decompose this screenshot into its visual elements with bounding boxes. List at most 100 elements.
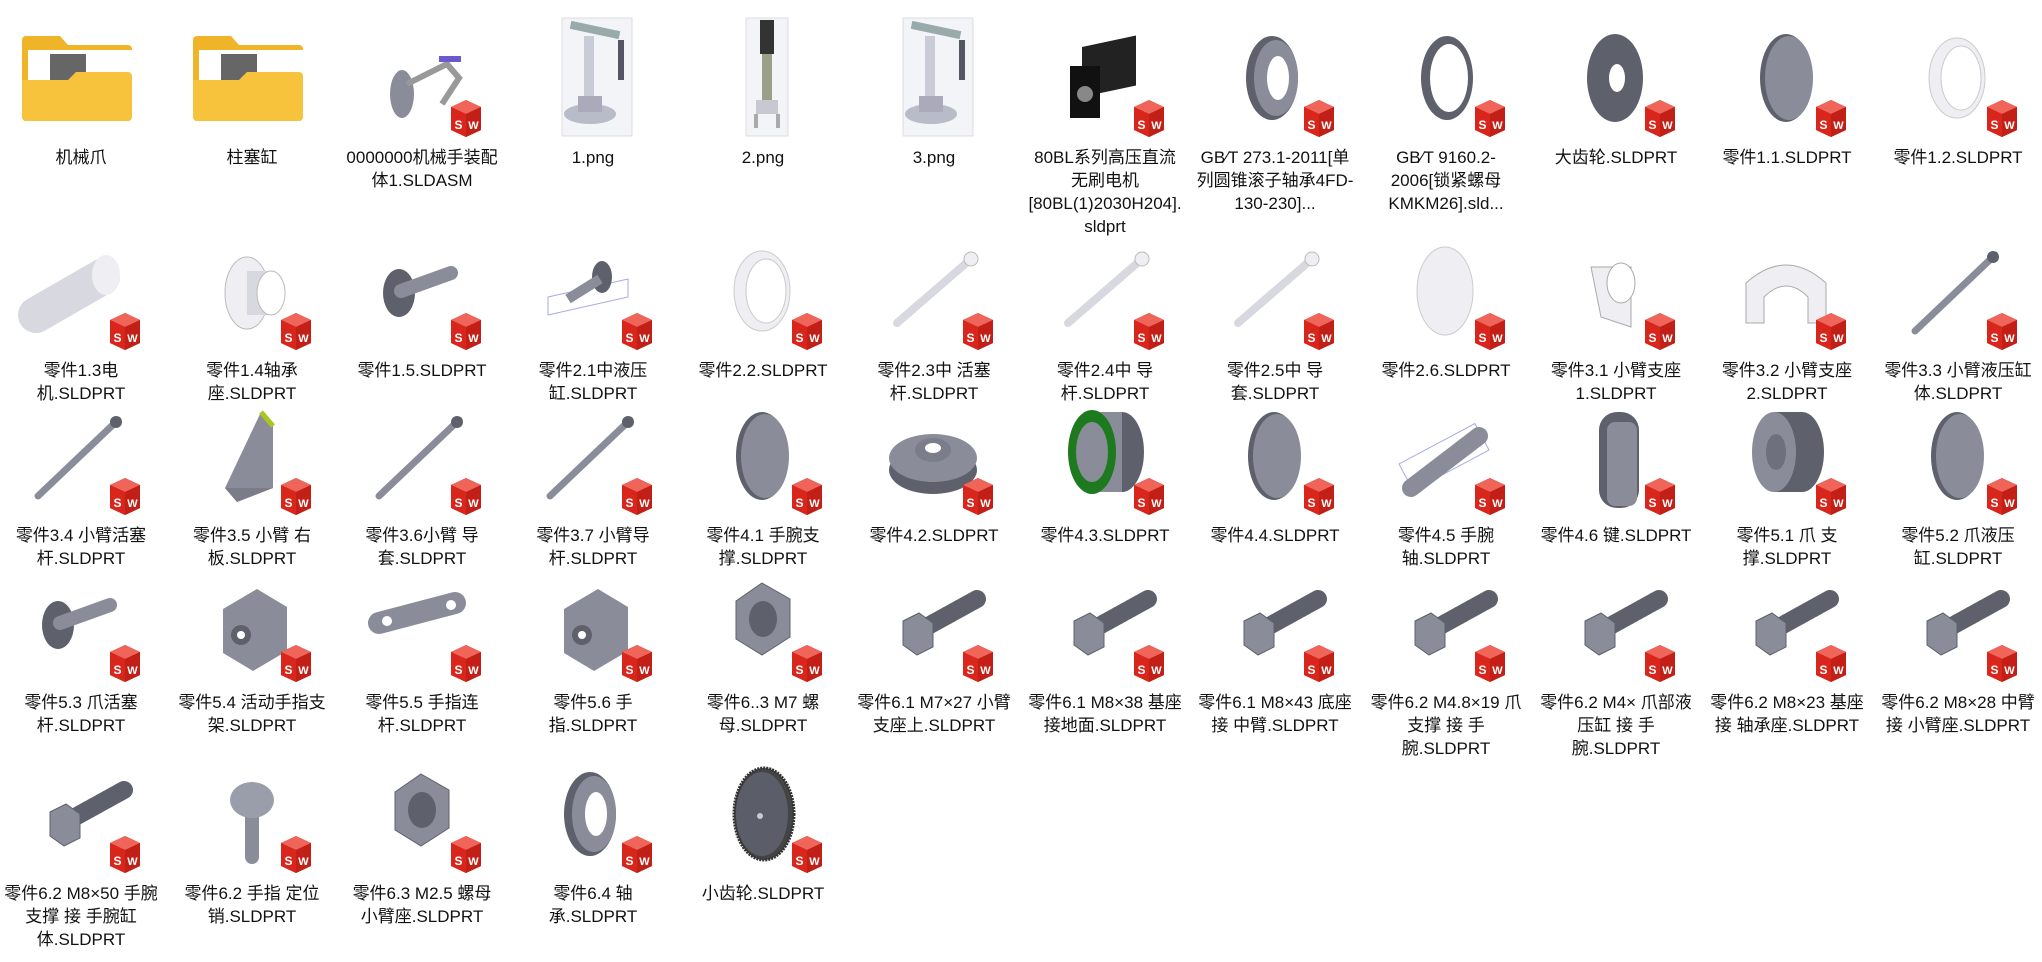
thumbnail-cylinder-rod-icon: [514, 227, 672, 351]
file-name-label: 零件4.5 手腕 轴.SLDPRT: [1397, 526, 1495, 568]
svg-text:S: S: [1478, 663, 1486, 677]
file-name-label: 零件6..3 M7 螺母.SLDPRT: [706, 693, 820, 735]
file-name-label: 柱塞缸: [226, 148, 278, 167]
file-name-label: 零件3.4 小臂活塞杆.SLDPRT: [15, 526, 147, 568]
file-name-label: 零件6.1 M8×43 底座 接 中臂.SLDPRT: [1198, 693, 1352, 735]
file-name-label: 零件4.2.SLDPRT: [869, 526, 999, 545]
thumbnail-robot-arm-image-icon: [855, 14, 1013, 138]
svg-text:S: S: [1819, 331, 1827, 345]
file-name-label: 零件2.2.SLDPRT: [698, 361, 828, 380]
svg-text:W: W: [298, 856, 309, 868]
svg-text:S: S: [1648, 496, 1656, 510]
file-name-label: 零件3.3 小臂液压缸体.SLDPRT: [1884, 361, 2032, 403]
file-name-label: 零件1.5.SLDPRT: [357, 361, 487, 380]
file-name-label: 3.png: [912, 148, 956, 167]
svg-text:W: W: [809, 333, 820, 345]
svg-text:W: W: [1151, 333, 1162, 345]
svg-text:S: S: [454, 854, 462, 868]
svg-text:S: S: [795, 496, 803, 510]
thumbnail-rod-icon: [514, 392, 672, 516]
thumbnail-bolt-icon: [1708, 559, 1866, 683]
file-name-label: 零件2.5中 导套.SLDPRT: [1226, 361, 1324, 403]
file-name-label: 零件1.4轴承座.SLDPRT: [206, 361, 298, 403]
file-name-label: 零件5.1 爪 支撑.SLDPRT: [1736, 526, 1838, 568]
thumbnail-cylinder-green-icon: [1026, 392, 1184, 516]
thumbnail-bearing-icon: [1196, 14, 1354, 138]
file-name-label: 0000000机械手装配体1.SLDASM: [346, 148, 498, 190]
svg-text:W: W: [639, 498, 650, 510]
file-name-label: 零件1.2.SLDPRT: [1893, 148, 2023, 167]
svg-text:S: S: [1478, 118, 1486, 132]
thumbnail-flange-icon: [855, 392, 1013, 516]
thumbnail-ring-light-icon: [684, 227, 842, 351]
file-name-label: 零件4.6 键.SLDPRT: [1540, 526, 1692, 545]
file-name-label: 零件6.2 M8×28 中臂 接 小臂座.SLDPRT: [1881, 693, 2035, 735]
svg-text:S: S: [284, 854, 292, 868]
svg-text:W: W: [1492, 498, 1503, 510]
thumbnail-cylinder-icon: [1708, 392, 1866, 516]
file-name-label: 零件5.6 手指.SLDPRT: [548, 693, 638, 735]
svg-text:S: S: [113, 496, 121, 510]
file-name-label: 零件1.3电机.SLDPRT: [36, 361, 126, 403]
svg-text:S: S: [1137, 663, 1145, 677]
svg-text:W: W: [1833, 120, 1844, 132]
file-name-label: 零件6.1 M8×38 基座接地面.SLDPRT: [1028, 693, 1182, 735]
svg-text:S: S: [625, 663, 633, 677]
thumbnail-bolt-icon: [1367, 559, 1525, 683]
svg-text:S: S: [454, 331, 462, 345]
svg-text:S: S: [113, 331, 121, 345]
svg-text:W: W: [980, 333, 991, 345]
svg-text:W: W: [2004, 120, 2015, 132]
file-name-label: 零件5.5 手指连杆.SLDPRT: [365, 693, 479, 735]
svg-text:W: W: [1833, 333, 1844, 345]
folder-icon: [2, 14, 160, 138]
svg-text:W: W: [1662, 665, 1673, 677]
thumbnail-washer-icon: [1537, 14, 1695, 138]
thumbnail-bolt-icon: [1879, 559, 2037, 683]
svg-text:W: W: [809, 498, 820, 510]
svg-text:S: S: [284, 331, 292, 345]
thumbnail-cylinder-light-icon: [2, 227, 160, 351]
svg-text:S: S: [284, 496, 292, 510]
thumbnail-bolt-icon: [1537, 559, 1695, 683]
file-name-label: 零件5.3 爪活塞杆.SLDPRT: [24, 693, 138, 735]
thumbnail-disc-icon: [1708, 14, 1866, 138]
svg-text:W: W: [980, 665, 991, 677]
thumbnail-disc-light-icon: [1367, 227, 1525, 351]
svg-text:W: W: [1662, 498, 1673, 510]
thumbnail-link-icon: [343, 559, 501, 683]
svg-text:W: W: [809, 856, 820, 868]
thumbnail-rod-icon: [343, 392, 501, 516]
svg-text:W: W: [639, 856, 650, 868]
file-name-label: 大齿轮.SLDPRT: [1554, 148, 1678, 167]
svg-text:W: W: [298, 665, 309, 677]
file-name-label: 零件6.1 M7×27 小臂支座上.SLDPRT: [857, 693, 1011, 735]
thumbnail-nut-icon: [684, 559, 842, 683]
svg-text:S: S: [1819, 663, 1827, 677]
file-name-label: 零件4.1 手腕支撑.SLDPRT: [706, 526, 820, 568]
svg-text:W: W: [639, 333, 650, 345]
file-name-label: 零件3.1 小臂支座1.SLDPRT: [1550, 361, 1682, 403]
thumbnail-ring-light-icon: [1879, 14, 2037, 138]
svg-text:W: W: [127, 665, 138, 677]
file-name-label: 零件5.2 爪液压缸.SLDPRT: [1901, 526, 2015, 568]
file-name-label: 1.png: [571, 148, 615, 167]
svg-text:W: W: [127, 498, 138, 510]
